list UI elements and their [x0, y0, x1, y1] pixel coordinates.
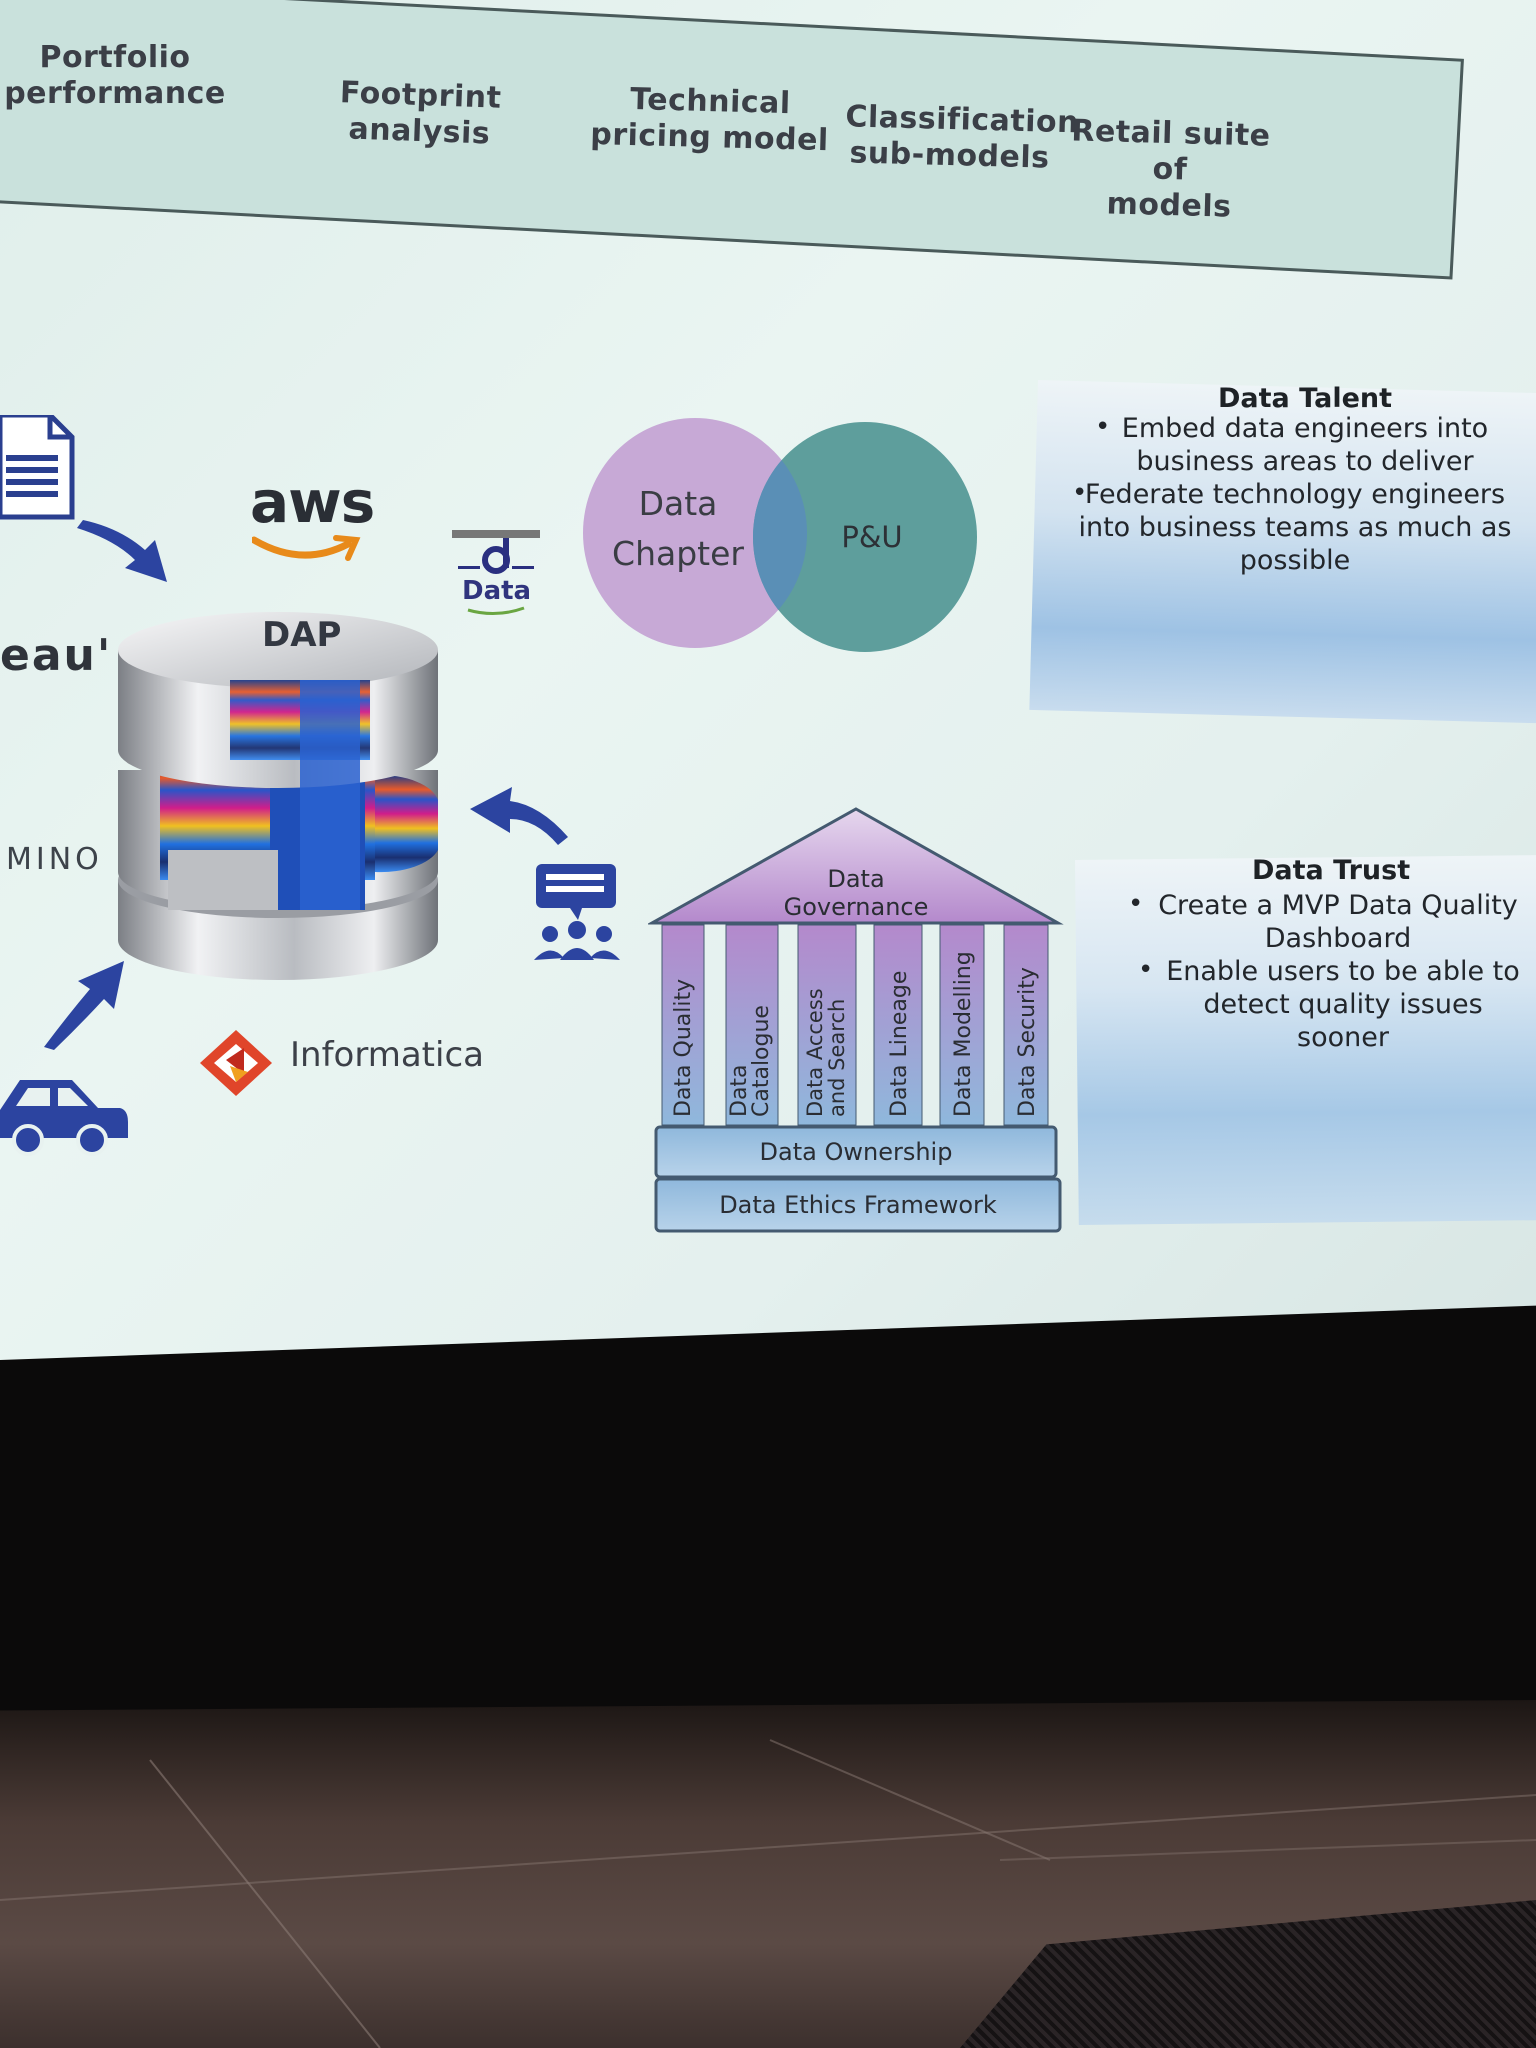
pillar-data-access: [797, 924, 857, 1126]
data-talent-bullet-1: Embed data engineers into business areas…: [1121, 413, 1489, 477]
pillar-label-1: Data Quality: [671, 979, 696, 1117]
people-chat-icon: [534, 864, 620, 960]
pillar-label-5: Data Modelling: [951, 951, 976, 1117]
base-ownership-label: Data Ownership: [760, 1138, 953, 1166]
data-academy-label: Data: [462, 576, 532, 606]
banner-item-footprint: Footprint analysis: [339, 75, 503, 152]
temple-roof: [648, 807, 1064, 925]
venn-circle-data-chapter: [583, 418, 807, 648]
bullet-icon: •: [1095, 412, 1111, 442]
floor-tile-lines: [0, 1739, 1536, 2048]
database-icon: [118, 612, 438, 980]
pillar-data-modelling: [939, 924, 985, 1126]
pillar-label-4: Data Lineage: [887, 971, 912, 1117]
bullet-icon: •: [1128, 889, 1144, 919]
data-trust-bullet-1: Create a MVP Data Quality Dashboard: [1158, 890, 1518, 954]
partial-logo-mino: MINO: [6, 842, 103, 877]
base-ethics-label: Data Ethics Framework: [719, 1191, 997, 1219]
bullet-icon: •: [1072, 478, 1088, 508]
data-trust-title: Data Trust: [1252, 855, 1411, 886]
aws-logo-text: aws: [250, 468, 375, 536]
governance-roof-line2: Governance: [784, 893, 929, 921]
data-academy-logo-icon: [452, 530, 540, 615]
document-icon: [0, 415, 75, 520]
base-data-ethics: [654, 1177, 1062, 1233]
pillar-label-6: Data Security: [1015, 967, 1040, 1117]
venn-left-line1: Data: [639, 484, 718, 523]
venn-diagram: Data Chapter P&U: [583, 418, 977, 652]
car-icon: [0, 1080, 128, 1156]
temple-pillars: [661, 924, 1049, 1126]
venn-left-line2: Chapter: [612, 534, 744, 573]
pillar-data-quality: [661, 924, 705, 1126]
pillar-label-3b: and Search: [825, 999, 849, 1117]
data-governance-diagram: Data Governance Data Quality Data Catalo…: [648, 807, 1064, 1233]
pillar-data-lineage: [873, 924, 923, 1126]
governance-roof-line1: Data: [827, 865, 884, 893]
venn-right-label: P&U: [841, 520, 902, 554]
data-talent-bullet-2: Federate technology engineers into busin…: [1078, 479, 1512, 576]
arrow-icon: [77, 520, 167, 582]
venn-circle-pu: [753, 422, 977, 652]
partial-logo-text: eau': [0, 630, 113, 681]
base-data-ownership: [654, 1125, 1058, 1179]
informatica-logo-icon: [200, 1030, 272, 1096]
data-talent-title: Data Talent: [1218, 383, 1393, 414]
pillar-data-catalogue: [725, 924, 779, 1126]
pillar-label-3a: Data Access: [803, 988, 827, 1117]
pillar-label-2a: Data: [727, 1064, 752, 1117]
informatica-label: Informatica: [290, 1035, 484, 1075]
pillar-data-security: [1003, 924, 1049, 1126]
aws-smile-icon: [252, 535, 361, 561]
arrow-icon: [44, 961, 124, 1050]
arrow-icon: [470, 787, 568, 845]
pillar-label-2b: Catalogue: [749, 1005, 774, 1117]
data-trust-bullet-2: Enable users to be able to detect qualit…: [1166, 956, 1520, 1053]
bullet-icon: •: [1138, 955, 1154, 985]
dap-label: DAP: [262, 615, 342, 655]
